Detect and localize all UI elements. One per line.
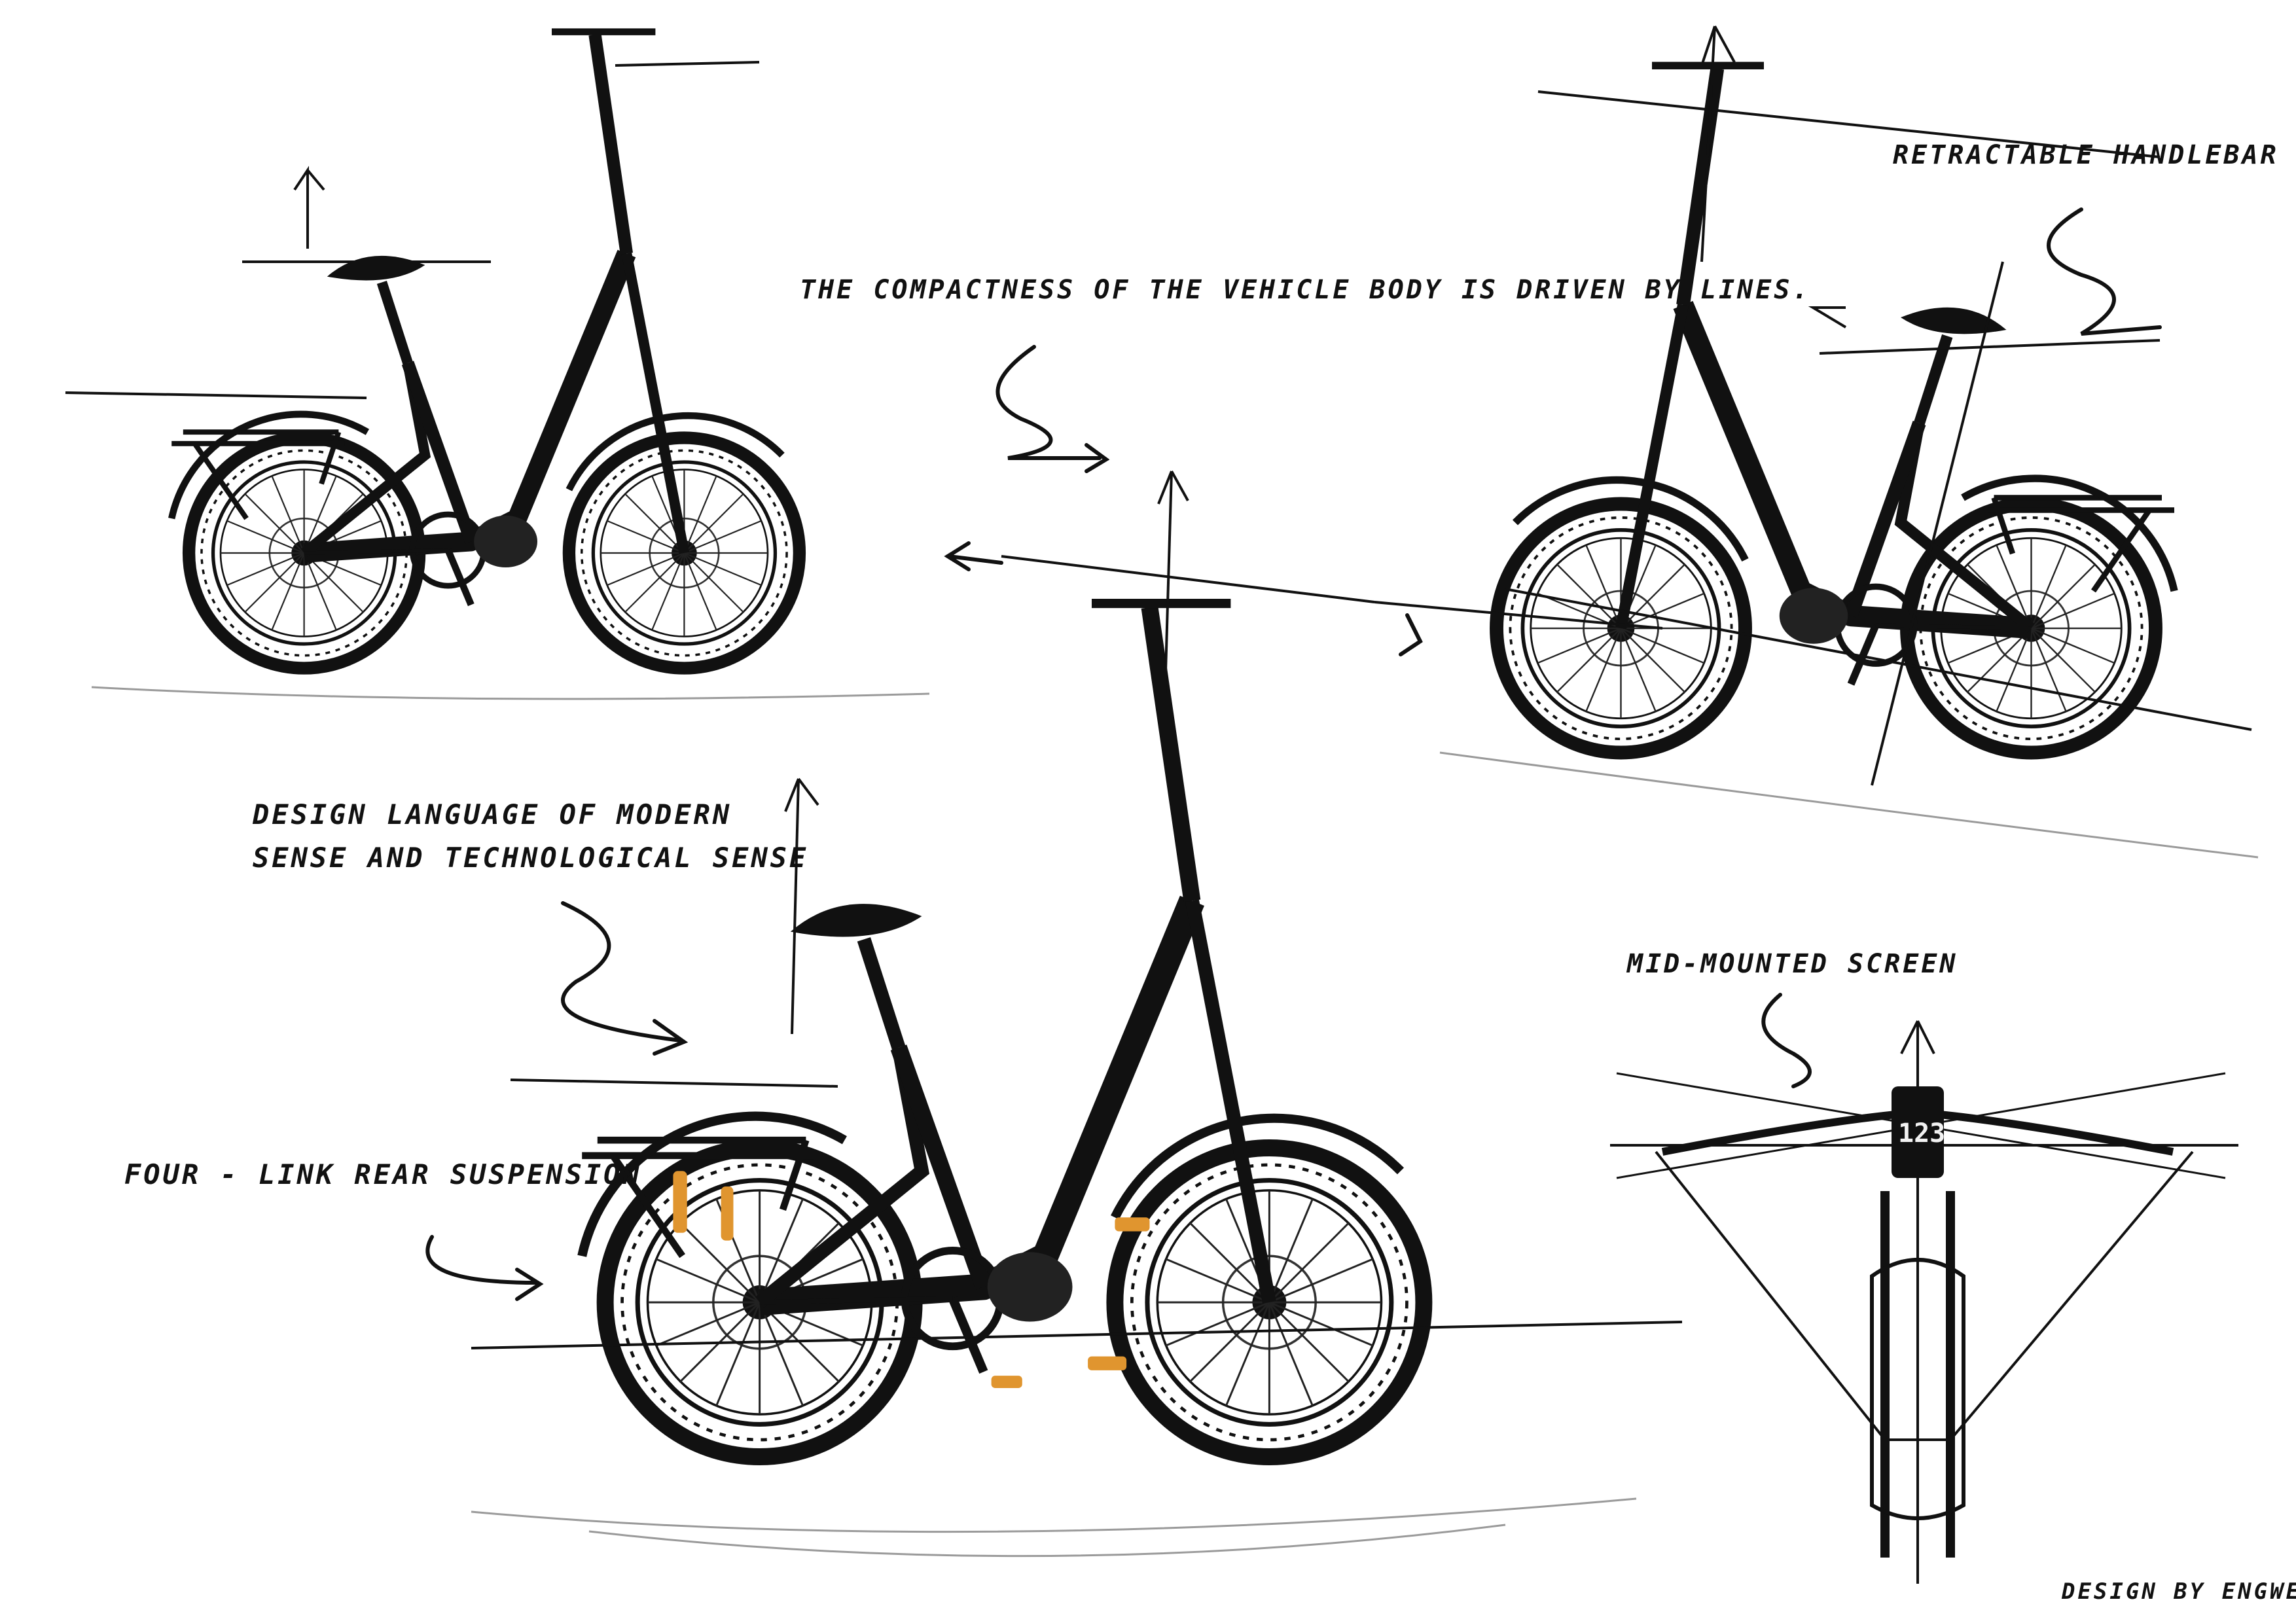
ground-shading xyxy=(91,686,2259,1558)
sketch-bike-three-quarter-view xyxy=(582,603,1424,1457)
construction-lines-rear xyxy=(1374,26,2252,786)
screen-readout: 123 xyxy=(1898,1118,1945,1149)
mid-screen-annotation: MID-MOUNTED SCREEN xyxy=(1627,949,1958,979)
design-language-line-2: SENSE AND TECHNOLOGICAL SENSE xyxy=(253,842,809,874)
construction-lines-side xyxy=(65,61,760,399)
design-language-annotation: DESIGN LANGUAGE OF MODERN SENSE AND TECH… xyxy=(253,793,808,880)
design-language-line-1: DESIGN LANGUAGE OF MODERN xyxy=(253,798,732,830)
rear-suspension-annotation: FOUR - LINK REAR SUSPENSION xyxy=(124,1158,642,1190)
retractable-handlebar-annotation: RETRACTABLE HANDLEBAR xyxy=(1893,140,2279,170)
sketch-handlebar-top-view: 123 xyxy=(1610,1020,2238,1584)
compactness-annotation: THE COMPACTNESS OF THE VEHICLE BODY IS D… xyxy=(800,275,1811,305)
sketch-bike-side-view xyxy=(171,32,799,668)
construction-lines-center xyxy=(471,471,1683,1349)
squiggle-arrow xyxy=(425,207,2162,1301)
design-credit: DESIGN BY ENGWE xyxy=(2062,1578,2296,1605)
